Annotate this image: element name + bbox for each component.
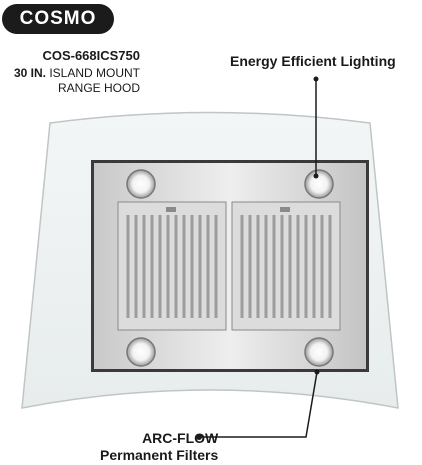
cosmo-logo: COSMO [2, 4, 114, 34]
light-top-right [304, 169, 334, 199]
filter-left [117, 201, 227, 331]
filter-right [231, 201, 341, 331]
filters-leader [196, 369, 320, 440]
logo-text: COSMO [19, 8, 97, 29]
lighting-leader [313, 76, 319, 179]
product-type-line2: RANGE HOOD [57, 81, 140, 95]
lighting-callout: Energy Efficient Lighting [230, 53, 396, 69]
light-bottom-left [126, 337, 156, 367]
filters-callout-line1: ARC-FLOW [142, 430, 219, 446]
light-top-left [126, 169, 156, 199]
product-size: 30 IN. [13, 66, 46, 80]
filters-callout: ARC-FLOW Permanent Filters [100, 430, 218, 464]
light-bottom-right [304, 337, 334, 367]
product-size-type: 30 IN. ISLAND MOUNT [0, 66, 140, 80]
filters-callout-line2: Permanent Filters [100, 447, 219, 463]
product-type-line1: ISLAND MOUNT [49, 66, 140, 80]
model-number: COS-668ICS750 [42, 48, 140, 63]
